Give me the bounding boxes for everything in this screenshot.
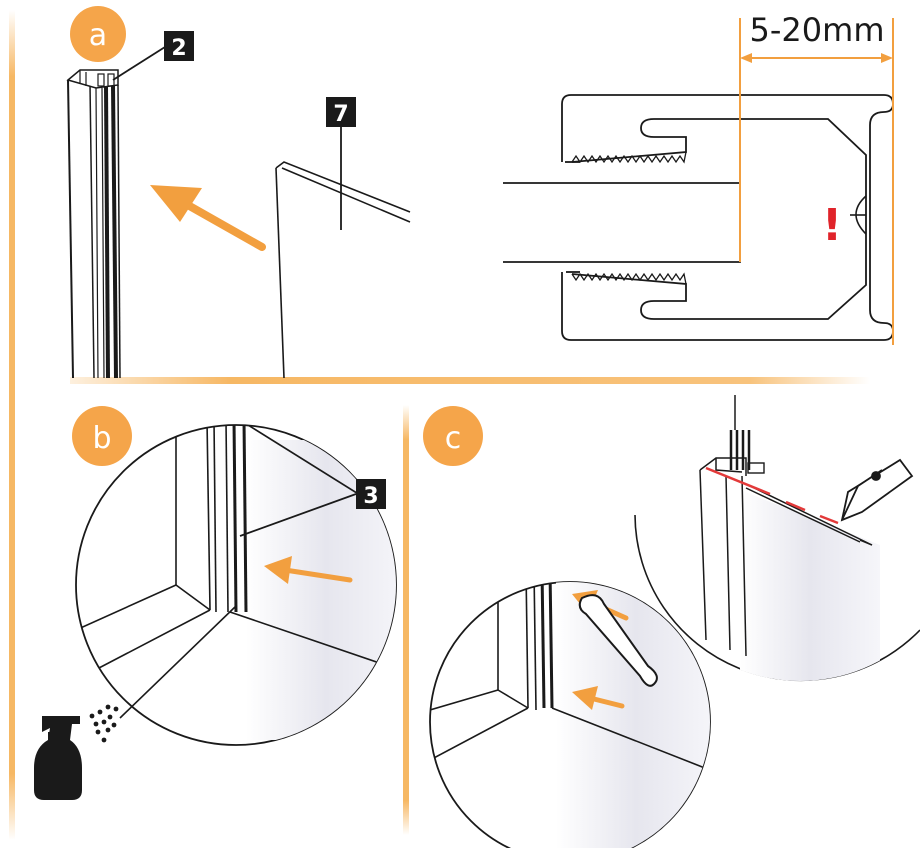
strip-leader-line: [239, 493, 357, 537]
step-badge-a: a: [70, 6, 126, 62]
part-label-strip: 3: [356, 479, 386, 509]
middle-separator-bar: [403, 405, 409, 835]
profile-cross-section: [503, 94, 894, 341]
press-tool-icon: [578, 594, 658, 687]
warning-mark: !: [822, 200, 842, 251]
level-indicator: [850, 195, 867, 235]
cut-line: [705, 466, 771, 496]
detail-circle-b: [75, 424, 397, 746]
part-label-seal-text: 2: [171, 36, 186, 61]
step-badge-b: b: [72, 406, 132, 466]
step-badge-c-label: c: [445, 421, 462, 456]
panel-c: c: [423, 395, 920, 848]
step-badge-c: c: [423, 406, 483, 466]
part-label-strip-text: 3: [363, 484, 378, 509]
gasket-teeth-top: [571, 151, 687, 164]
detail-circle-cut: [634, 395, 920, 681]
part-label-glass-text: 7: [333, 102, 348, 127]
spray-bottle-icon: [34, 704, 119, 800]
step-badge-a-label: a: [89, 18, 107, 53]
left-separator-bar: [9, 10, 15, 840]
gasket-teeth-bottom: [571, 272, 687, 285]
cutter-knife-icon: [840, 458, 914, 522]
dimension-label: 5-20mm: [750, 11, 885, 49]
step-badge-b-label: b: [92, 421, 111, 456]
spray-leader-line: [119, 605, 237, 719]
horizontal-separator-bar: [70, 377, 870, 384]
part-label-glass: 7: [326, 97, 356, 127]
panel-b: b: [34, 406, 397, 800]
push-direction-arrow: [150, 185, 266, 251]
part-label-seal: 2: [164, 31, 194, 61]
profile-with-seal: [66, 69, 121, 379]
panel-a: a 2: [66, 6, 894, 379]
detail-circle-press: [429, 581, 711, 848]
glass-panel: [275, 161, 411, 379]
dimension-markers: [739, 18, 894, 345]
seal-leader-line: [112, 46, 166, 81]
